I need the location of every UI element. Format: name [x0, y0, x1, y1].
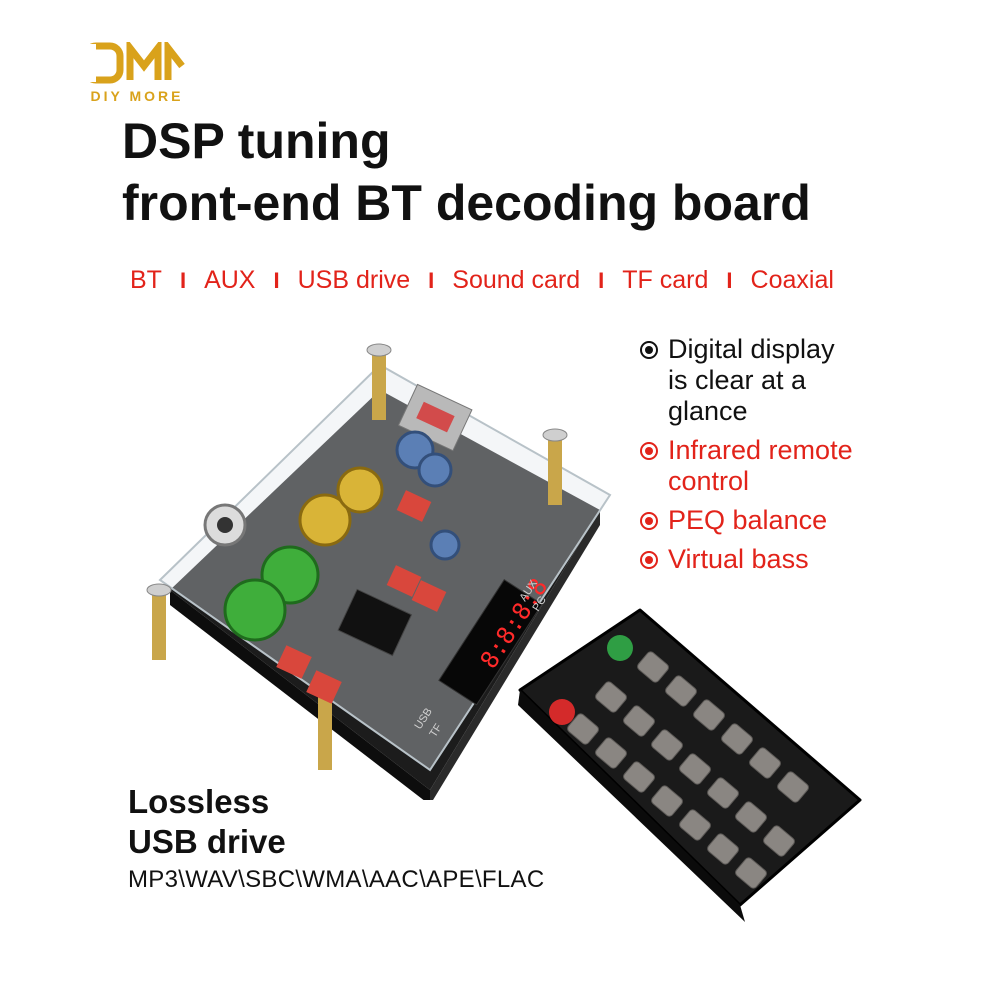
feature-separator: I [598, 267, 605, 293]
feature-usb-drive: USB drive [297, 266, 411, 294]
brand-logo: DIY MORE [62, 42, 212, 112]
bullet-line: Digital display [668, 334, 835, 364]
feature-list: BT I AUX I USB drive I Sound card I TF c… [130, 266, 890, 295]
feature-separator: I [179, 267, 187, 293]
title-line-1: DSP tuning [122, 113, 391, 169]
bullet-text: Infrared remote control [668, 435, 853, 497]
bullet-dot-icon [640, 551, 658, 569]
lossless-line-2: USB drive [128, 823, 286, 860]
ir-remote-image [518, 608, 862, 922]
bullet-digital-display: Digital display is clear at a glance [640, 334, 990, 427]
brand-name: DIY MORE [90, 88, 184, 104]
feature-bullets: Digital display is clear at a glance Inf… [640, 334, 990, 583]
bullet-line: control [668, 466, 750, 496]
feature-separator: I [428, 267, 435, 293]
bullet-line: glance [668, 396, 748, 426]
diymore-logo-icon [84, 42, 185, 84]
bullet-dot-icon [640, 512, 658, 530]
lossless-line-1: Lossless [128, 783, 270, 820]
feature-tf-card: TF card [622, 266, 709, 294]
feature-bt: BT [130, 266, 162, 294]
dsp-chip-icon [337, 588, 413, 657]
mode-button-icon [607, 635, 633, 661]
bullet-line: Infrared remote [668, 435, 853, 465]
lossless-heading: Lossless USB drive [128, 782, 286, 862]
power-button-icon [549, 699, 575, 725]
feature-separator: I [273, 267, 280, 293]
page-title: DSP tuning front-end BT decoding board [122, 110, 811, 234]
bullet-infrared-remote: Infrared remote control [640, 435, 990, 497]
title-line-2: front-end BT decoding board [122, 175, 811, 231]
bullet-dot-icon [640, 341, 658, 359]
film-capacitor-icon [276, 490, 447, 704]
decoder-board-image: 8:8:8:8 AUX PC USB TF [146, 343, 612, 800]
digital-display [438, 579, 543, 706]
feature-separator: I [726, 267, 733, 293]
feature-aux: AUX [204, 266, 256, 294]
bullet-line: is clear at a [668, 365, 807, 395]
bullet-text: Virtual bass [668, 544, 809, 574]
bullet-text: Digital display is clear at a glance [668, 334, 835, 427]
bullet-dot-icon [640, 442, 658, 460]
capacitor-icon [223, 430, 461, 642]
supported-formats: MP3\WAV\SBC\WMA\AAC\APE\FLAC [128, 866, 545, 893]
remote-keypad [567, 651, 809, 889]
bullet-peq-balance: PEQ balance [640, 505, 990, 536]
feature-coaxial: Coaxial [750, 266, 834, 294]
bullet-text: PEQ balance [668, 505, 828, 535]
bullet-virtual-bass: Virtual bass [640, 544, 990, 575]
feature-sound-card: Sound card [452, 266, 581, 294]
